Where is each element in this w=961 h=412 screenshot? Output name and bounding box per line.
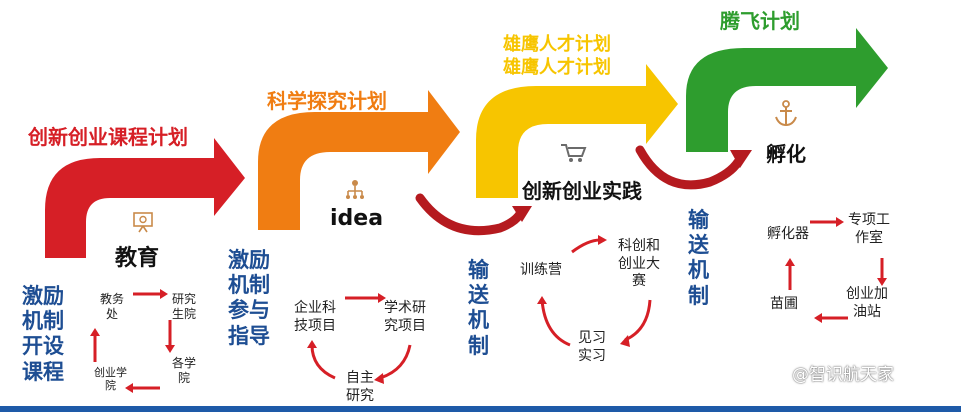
presentation-icon	[133, 212, 153, 233]
cycle-stage-1	[93, 292, 172, 390]
stage-2-center: idea	[330, 206, 384, 231]
cycle-stage-2	[310, 296, 412, 380]
cycle-1-item-1: 教务 处	[100, 292, 125, 321]
cycle-3-item-2: 科创和 创业大 赛	[618, 238, 660, 289]
stage-1-mechanism: 激励 机制 开设 课程	[22, 284, 64, 384]
arrow-stage-4	[686, 28, 888, 152]
cycle-stage-4	[788, 220, 884, 320]
cycle-2-item-1: 企业科 技项目	[294, 300, 336, 334]
bottom-bar	[0, 406, 961, 412]
anchor-icon	[775, 100, 797, 127]
stage-2-mechanism: 激励 机制 参与 指导	[228, 248, 270, 348]
cycle-1-item-3: 各学 院	[172, 356, 197, 385]
network-icon	[346, 180, 364, 199]
stage-3-mechanism: 输 送 机 制	[468, 258, 489, 358]
cycle-1-item-4: 创业学 院	[94, 366, 127, 393]
watermark: @智识航天家	[792, 365, 894, 385]
cycle-4-item-3: 创业加 油站	[846, 286, 888, 320]
cycle-2-item-2: 学术研 究项目	[384, 300, 426, 334]
stage-4-mechanism: 输 送 机 制	[688, 208, 709, 308]
stage-3-title-line-2: 雄鹰人才计划	[503, 57, 611, 78]
stage-1-center: 教育	[115, 246, 160, 271]
cycle-4-item-2: 专项工 作室	[848, 212, 890, 246]
stage-4-title: 腾飞计划	[720, 9, 800, 33]
stage-3-title-line-1: 雄鹰人才计划	[503, 34, 611, 55]
cart-icon	[561, 144, 587, 162]
cycle-3-item-1: 训练营	[520, 262, 562, 278]
stage-3-center: 创新创业实践	[522, 179, 642, 203]
cycle-3-item-3: 见习 实习	[578, 330, 606, 364]
transport-arrowhead-1	[512, 206, 532, 222]
stage-1-title: 创新创业课程计划	[28, 125, 188, 149]
transport-arrow-1	[415, 193, 525, 236]
cycle-1-item-2: 研究 生院	[172, 292, 197, 321]
cycle-4-item-4: 苗圃	[770, 296, 798, 312]
arrow-stage-2	[258, 90, 460, 230]
stage-4-center: 孵化	[766, 142, 806, 166]
arrow-stage-3	[476, 64, 678, 198]
arrow-stage-1	[45, 138, 245, 258]
cycle-stage-3	[540, 238, 652, 347]
stage-2-title: 科学探究计划	[267, 89, 387, 113]
transport-arrow-2	[635, 145, 743, 190]
transport-arrowhead-2	[730, 150, 752, 168]
cycle-2-item-3: 自主 研究	[346, 370, 374, 404]
cycle-4-item-1: 孵化器	[767, 226, 809, 242]
